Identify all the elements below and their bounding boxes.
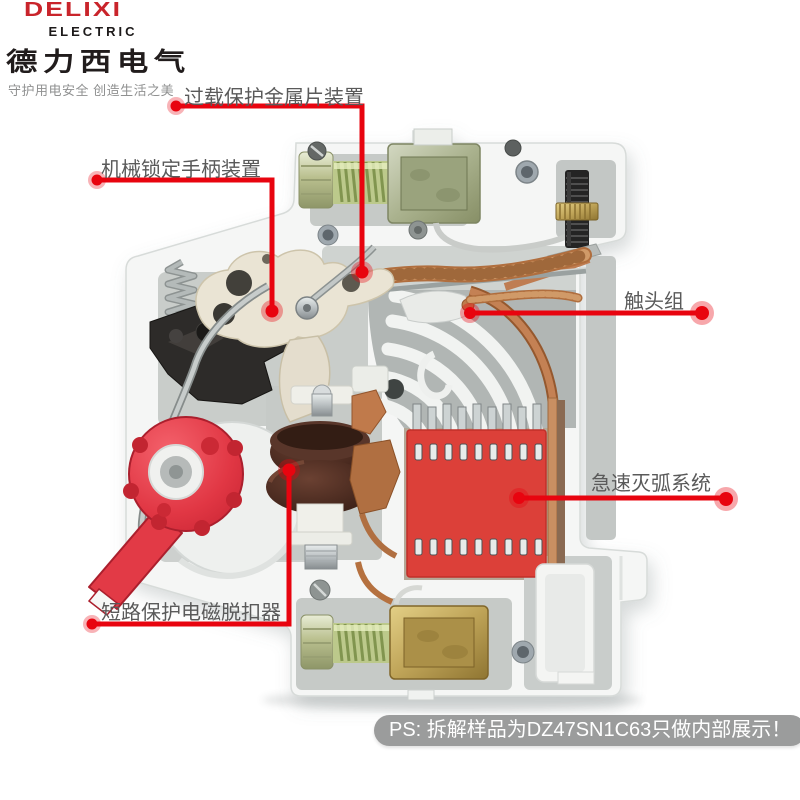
din-rail-clip bbox=[535, 556, 623, 685]
bottom-terminal bbox=[300, 561, 489, 701]
solenoid-coil bbox=[266, 365, 401, 570]
callout-connectors bbox=[92, 103, 726, 627]
brand-logo-sub: ELECTRIC bbox=[48, 24, 138, 39]
brand-name-cn: 德力西电气 bbox=[6, 47, 191, 77]
arc-chamber-hole bbox=[384, 379, 404, 399]
callout-label-arc-quench: 急速灭弧系统 bbox=[591, 473, 711, 495]
top-terminal bbox=[298, 128, 574, 253]
callout-label-short-circuit: 短路保护电磁脱扣器 bbox=[101, 602, 281, 624]
arc-chute bbox=[406, 397, 565, 583]
toggle-handle bbox=[87, 282, 309, 617]
callout-dots bbox=[83, 97, 738, 633]
brand-slogan: 守护用电安全 创造生活之美 bbox=[8, 83, 175, 98]
disclaimer-note: PS: 拆解样品为DZ47SN1C63只做内部展示！ bbox=[374, 715, 800, 746]
callout-label-contact-group: 触头组 bbox=[624, 291, 684, 313]
callout-label-handle-lock: 机械锁定手柄装置 bbox=[101, 159, 261, 181]
callout-line-short-circuit bbox=[92, 471, 292, 627]
brand-logo: DELIXI bbox=[24, 0, 123, 21]
screw-bosses bbox=[307, 139, 539, 664]
callout-label-overload-bimetal: 过载保护金属片装置 bbox=[184, 87, 364, 109]
callout-line-overload bbox=[176, 103, 365, 272]
arc-runner-hook bbox=[417, 350, 453, 400]
callout-line-handle-lock bbox=[97, 177, 275, 311]
